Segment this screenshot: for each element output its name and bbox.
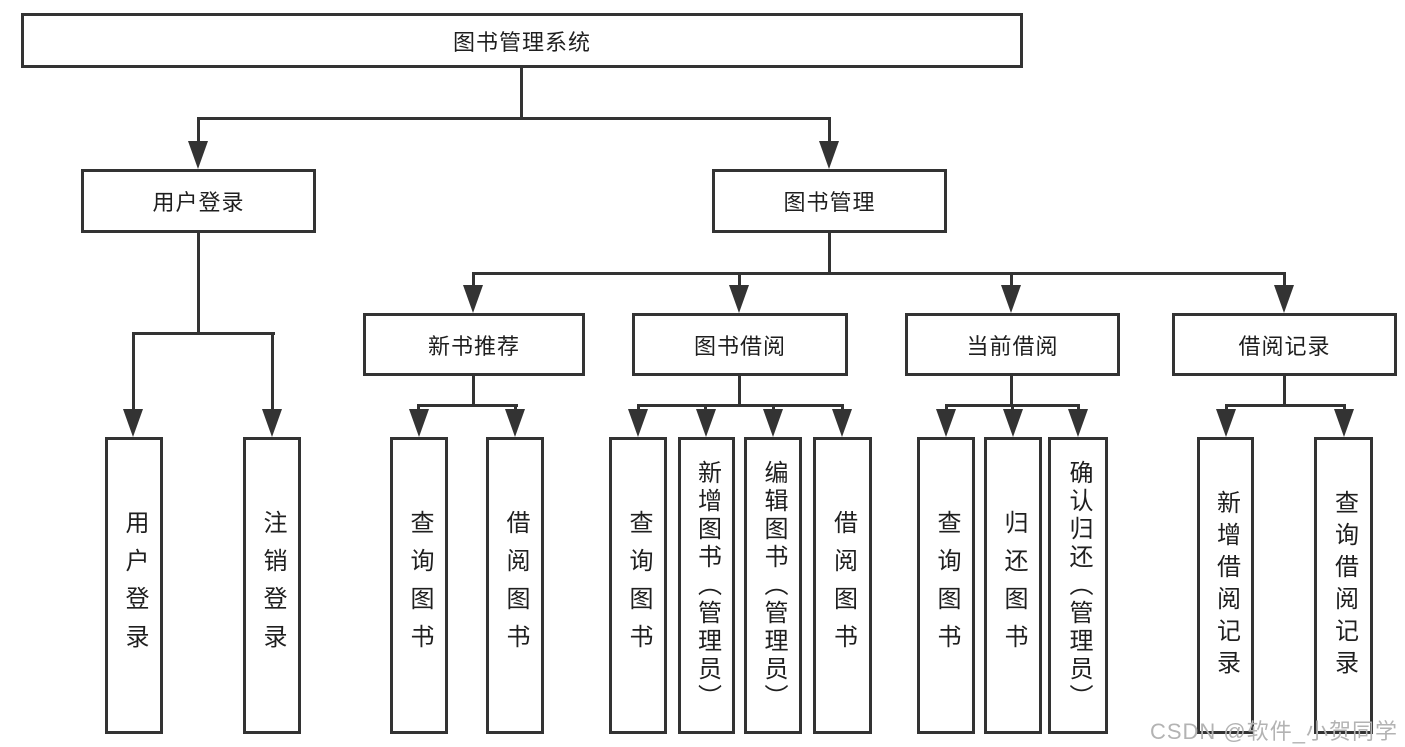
arrow-to-rc-query [1334, 409, 1354, 437]
leaf-records-query: 查询借阅记录 [1314, 437, 1373, 734]
arrow-to-nb-query [409, 409, 429, 437]
leaf-user-logout: 注销登录 [243, 437, 301, 734]
connector-stub-leaf-login [132, 332, 135, 411]
leaf-current-query: 查询图书 [917, 437, 975, 734]
node-new-book-recommend: 新书推荐 [363, 313, 585, 376]
arrow-to-cb-query [936, 409, 956, 437]
connector-root-crossbar [197, 117, 831, 120]
leaf-user-login: 用户登录 [105, 437, 163, 734]
node-root-library-system: 图书管理系统 [21, 13, 1023, 68]
connector-stub-cb-return [1011, 404, 1014, 413]
connector-mgmt-crossbar [473, 272, 1286, 275]
arrow-to-newbook [463, 285, 483, 313]
arrow-to-borrow [729, 285, 749, 313]
leaf-borrow-query: 查询图书 [609, 437, 667, 734]
arrow-to-bb-borrow [832, 409, 852, 437]
arrow-to-bb-add [696, 409, 716, 437]
connector-stub-bb-borrow [841, 404, 844, 413]
arrow-to-current [1001, 285, 1021, 313]
connector-borrow-crossbar [637, 404, 844, 407]
arrow-to-cb-return [1003, 409, 1023, 437]
arrow-to-leaf-logout [262, 409, 282, 437]
leaf-records-add: 新增借阅记录 [1197, 437, 1254, 734]
csdn-watermark: CSDN @软件_小贺同学 [1149, 719, 1398, 744]
arrow-to-rc-add [1216, 409, 1236, 437]
connector-stub-records [1283, 272, 1286, 287]
connector-borrow-stem [738, 374, 741, 407]
connector-stub-cb-confirm [1077, 404, 1080, 413]
connector-stub-borrow [738, 272, 741, 287]
connector-mgmt-stem [828, 232, 831, 275]
connector-newbook-stem [472, 374, 475, 407]
connector-stub-book-mgmt [828, 117, 831, 144]
node-user-login: 用户登录 [81, 169, 316, 233]
connector-current-stem [1010, 374, 1013, 407]
leaf-current-return: 归还图书 [984, 437, 1042, 734]
node-book-management: 图书管理 [712, 169, 947, 233]
leaf-borrow-add-admin: 新增图书（管理员） [678, 437, 735, 734]
connector-stub-rc-add [1225, 404, 1228, 413]
connector-stub-bb-edit [772, 404, 775, 413]
connector-newbook-crossbar [417, 404, 518, 407]
connector-stub-leaf-logout [271, 332, 274, 411]
leaf-current-confirm-admin: 确认归还（管理员） [1048, 437, 1108, 734]
leaf-borrow-edit-admin: 编辑图书（管理员） [744, 437, 802, 734]
connector-stub-current [1010, 272, 1013, 287]
connector-stub-bb-add [704, 404, 707, 413]
arrow-to-records [1274, 285, 1294, 313]
connector-stub-cb-query [945, 404, 948, 413]
connector-stub-user-login [197, 117, 200, 144]
connector-stub-rc-query [1343, 404, 1346, 413]
connector-stub-nb-borrow [514, 404, 517, 413]
connector-stub-nb-query [417, 404, 420, 413]
leaf-newbook-query: 查询图书 [390, 437, 448, 734]
connector-user-stem [197, 232, 200, 335]
connector-records-stem [1283, 374, 1286, 407]
connector-stub-bb-query [637, 404, 640, 413]
leaf-borrow-borrow: 借阅图书 [813, 437, 872, 734]
arrow-to-user-login [188, 141, 208, 169]
connector-user-crossbar [132, 332, 275, 335]
arrow-to-book-mgmt [819, 141, 839, 169]
connector-root-stem [520, 67, 523, 120]
connector-records-crossbar [1225, 404, 1346, 407]
leaf-newbook-borrow: 借阅图书 [486, 437, 544, 734]
arrow-to-bb-query [628, 409, 648, 437]
arrow-to-cb-confirm [1068, 409, 1088, 437]
connector-stub-newbook [472, 272, 475, 287]
node-book-borrow: 图书借阅 [632, 313, 848, 376]
node-borrow-records: 借阅记录 [1172, 313, 1397, 376]
arrow-to-nb-borrow [505, 409, 525, 437]
arrow-to-leaf-login [123, 409, 143, 437]
arrow-to-bb-edit [763, 409, 783, 437]
node-current-borrow: 当前借阅 [905, 313, 1120, 376]
